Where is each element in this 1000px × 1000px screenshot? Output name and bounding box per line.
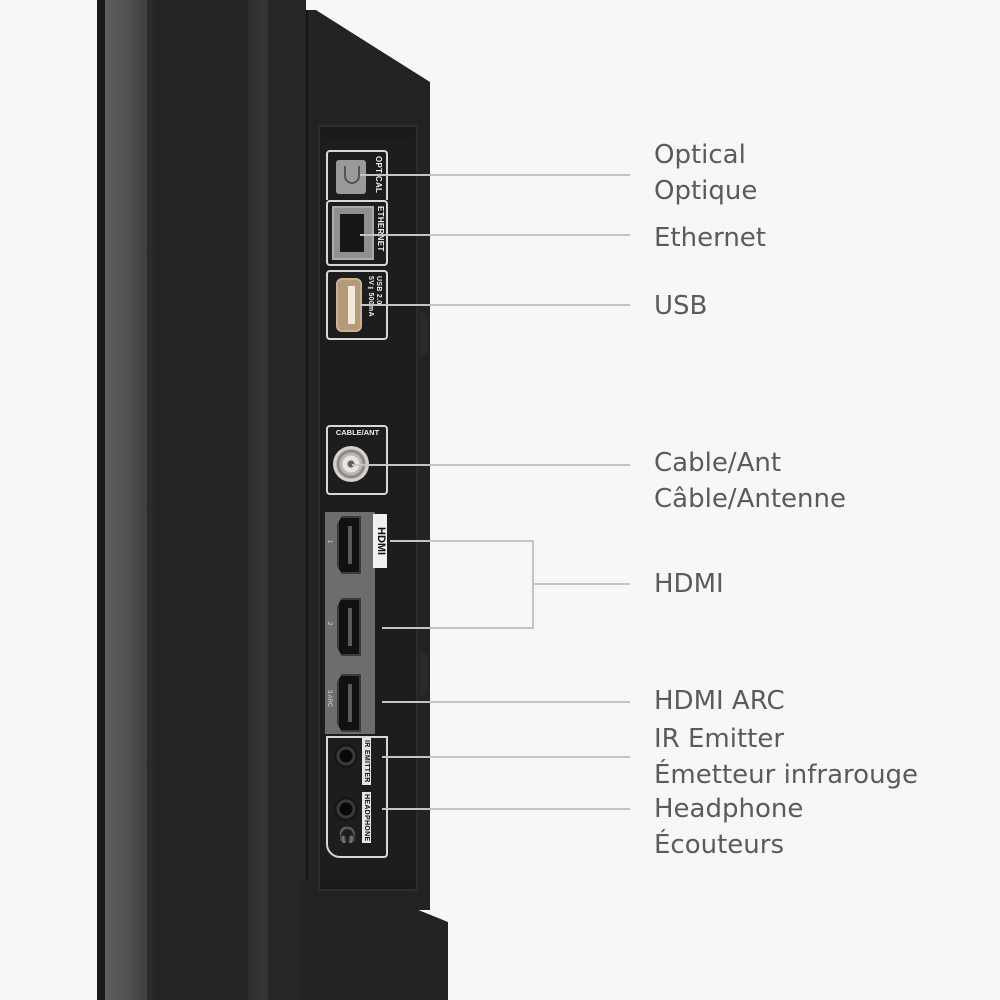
ir-emitter-label: IR EMITTER — [362, 738, 371, 785]
side-button-upper — [420, 312, 428, 356]
tv-back-panel-side — [268, 0, 306, 1000]
hdmi-arc-callout-line — [382, 701, 630, 703]
ethernet-label: ETHERNET — [376, 206, 385, 252]
cable-ant-label: CABLE/ANT — [335, 428, 380, 437]
cable-callout-en: Cable/Ant — [654, 448, 782, 478]
hdmi-arc-callout-en: HDMI ARC — [654, 686, 785, 716]
tv-bezel-edge — [97, 0, 105, 1000]
tv-bezel-gap — [147, 0, 153, 1000]
optical-port-shape — [344, 166, 360, 184]
tv-back-panel — [153, 0, 248, 1000]
usb-callout: USB — [654, 288, 707, 324]
hdmi-port-3-pins — [348, 684, 352, 722]
usb-label-line2: 5V⎓500mA — [367, 276, 374, 317]
headphone-jack[interactable] — [334, 797, 358, 821]
optical-callout: Optical Optique — [654, 137, 757, 209]
hdmi-arc-callout: HDMI ARC — [654, 683, 785, 719]
headphone-callout-fr: Écouteurs — [654, 830, 785, 860]
hdmi1-callout-line — [390, 540, 534, 542]
ethernet-callout: Ethernet — [654, 220, 766, 256]
audio-frame — [326, 736, 388, 858]
hdmi-callout-en: HDMI — [654, 569, 724, 599]
hdmi-callout-line — [532, 583, 630, 585]
ir-callout-fr: Émetteur infrarouge — [654, 760, 919, 790]
hdmi-port-2-number: 2 — [326, 622, 332, 626]
cable-callout: Cable/Ant Câble/Antenne — [654, 445, 846, 517]
cable-callout-line — [352, 464, 630, 466]
tv-back-panel-ridge — [248, 0, 268, 1000]
usb-callout-en: USB — [654, 291, 708, 321]
headphone-callout-line — [382, 808, 630, 810]
side-button-lower — [420, 652, 428, 696]
cable-callout-fr: Câble/Antenne — [654, 484, 846, 514]
usb-port-tongue — [348, 286, 355, 324]
ethernet-port-hole — [340, 214, 364, 252]
usb-label-line1: USB 2.0 — [375, 276, 382, 305]
headphone-icon: 🎧 — [338, 826, 357, 844]
ethernet-port[interactable] — [332, 206, 374, 260]
hdmi-port-2-pins — [348, 608, 352, 646]
optical-port[interactable] — [336, 160, 366, 194]
ir-callout: IR Emitter Émetteur infrarouge — [654, 721, 918, 793]
hdmi-port-2[interactable] — [337, 598, 361, 656]
ethernet-frame — [326, 200, 388, 266]
hdmi2-callout-line — [382, 627, 534, 629]
ethernet-callout-line — [360, 234, 630, 236]
headphone-label: HEADPHONE — [362, 792, 371, 844]
hdmi-port-1-number: 1 — [326, 540, 332, 544]
hdmi-port-3-number: 3 ARC — [326, 690, 332, 708]
usb-port[interactable] — [336, 278, 362, 332]
headphone-callout: Headphone Écouteurs — [654, 791, 803, 863]
hdmi-port-1-pins — [348, 526, 352, 564]
headphone-callout-en: Headphone — [654, 794, 804, 824]
optical-callout-en: Optical — [654, 140, 746, 170]
hdmi-port-3-arc[interactable] — [337, 674, 361, 732]
ethernet-callout-en: Ethernet — [654, 223, 766, 253]
hdmi-logo: HDMI — [373, 514, 387, 568]
usb-callout-line — [360, 304, 630, 306]
optical-callout-fr: Optique — [654, 176, 758, 206]
hdmi-port-1[interactable] — [337, 516, 361, 574]
ir-callout-en: IR Emitter — [654, 724, 785, 754]
ir-callout-line — [382, 756, 630, 758]
hdmi-callout: HDMI — [654, 566, 724, 602]
tv-bezel — [105, 0, 147, 1000]
optical-callout-line — [360, 174, 630, 176]
ir-emitter-jack[interactable] — [334, 744, 358, 768]
cable-ant-frame — [326, 425, 388, 495]
